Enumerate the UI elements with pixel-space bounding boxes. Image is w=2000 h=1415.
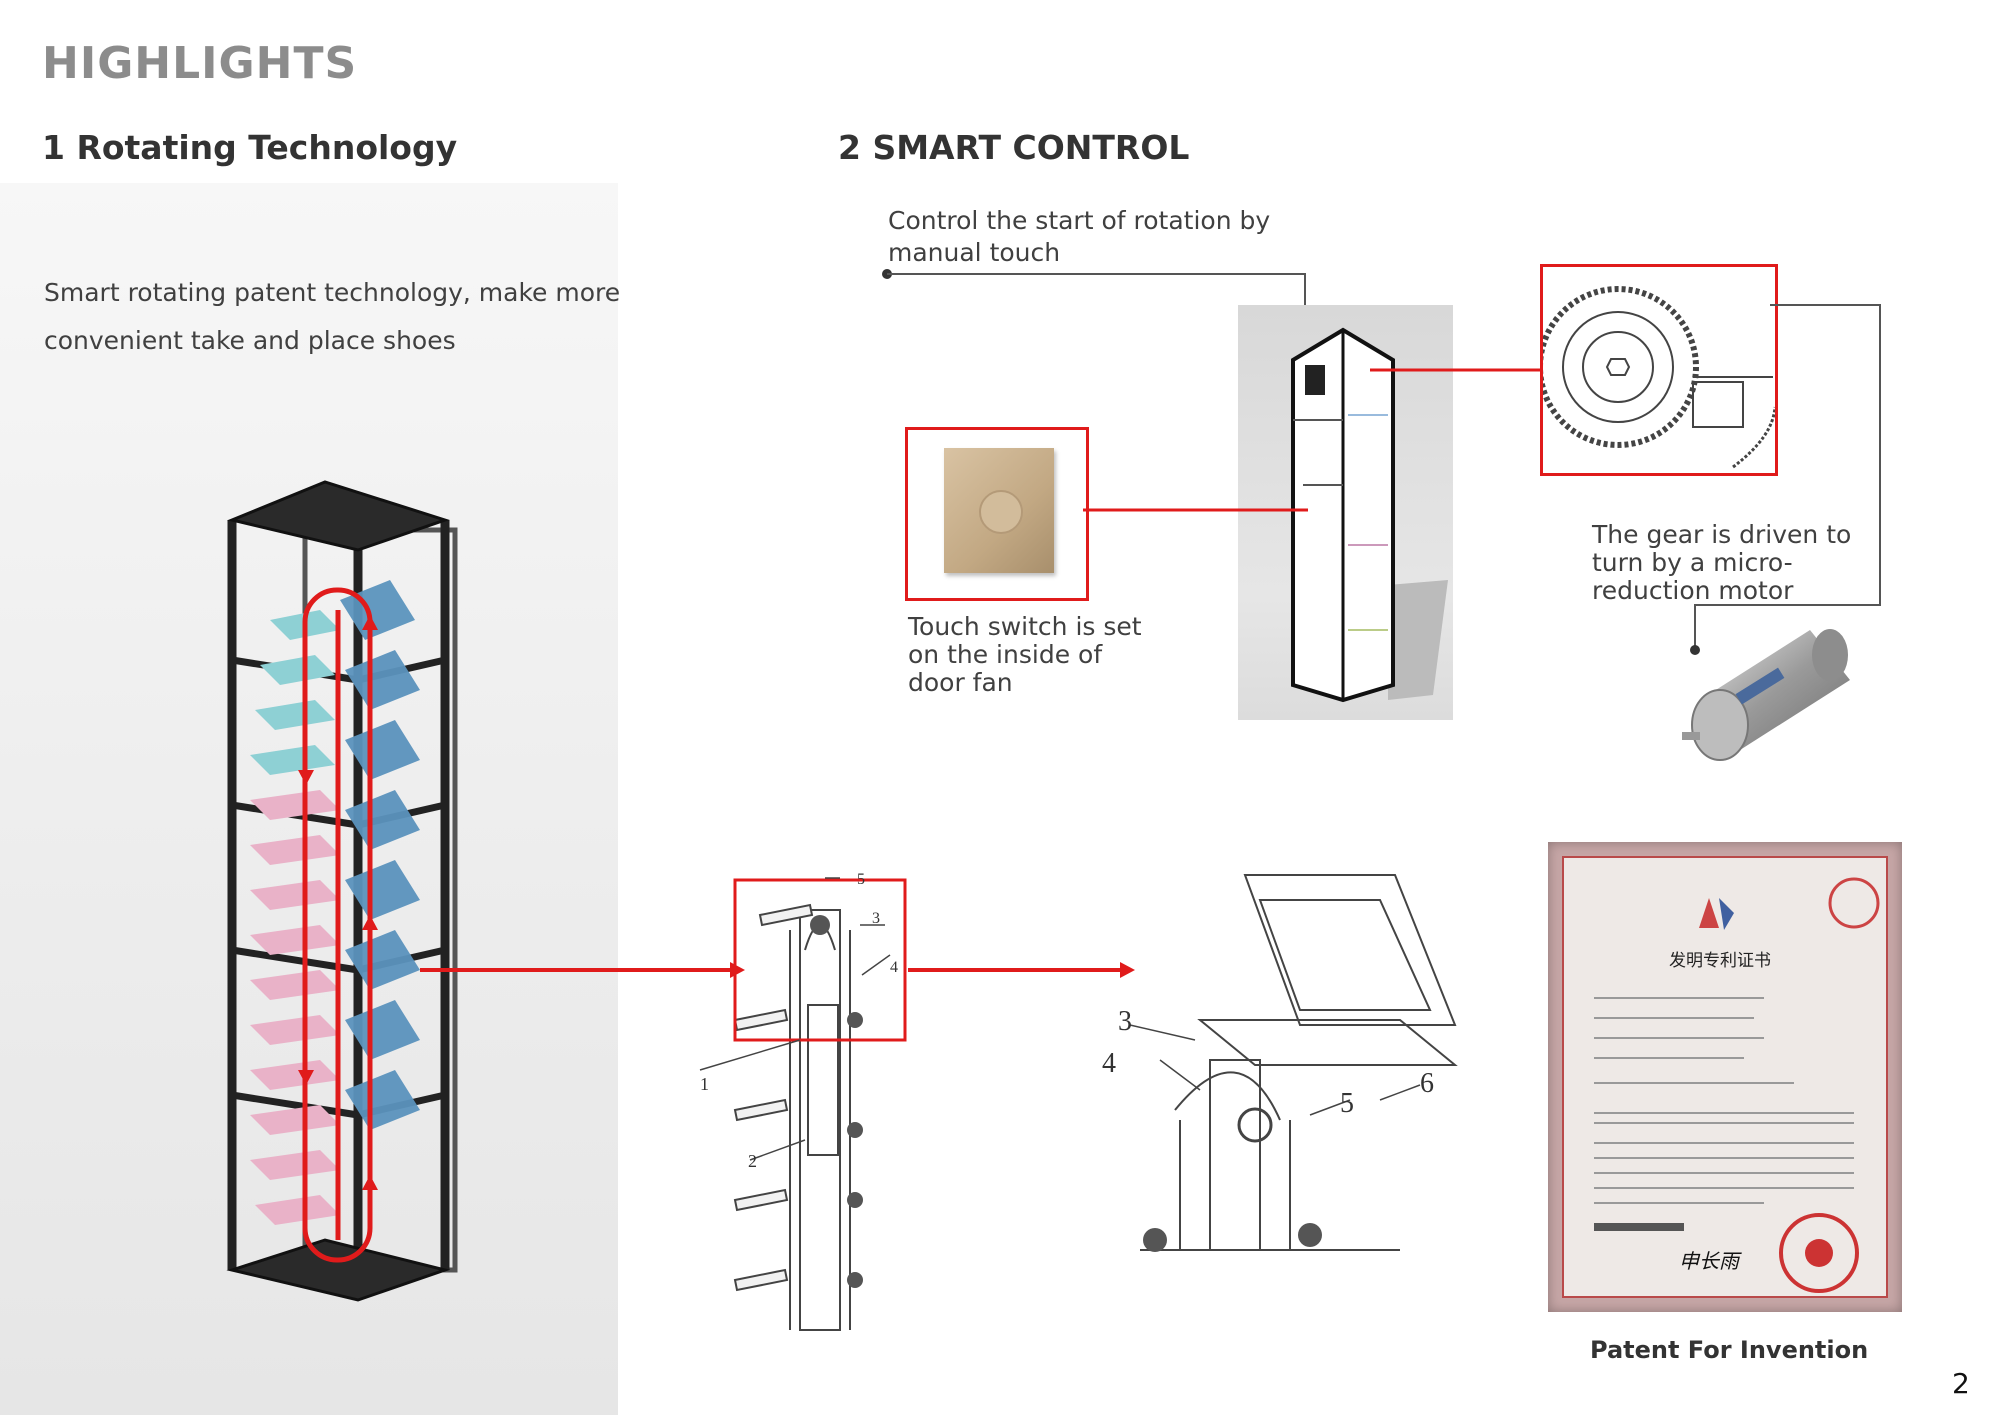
cabinet-drawing	[1291, 327, 1448, 703]
cabinet-image	[1238, 305, 1453, 720]
page-number: 2	[1952, 1367, 1970, 1400]
zoom-label-3: 3	[1118, 1006, 1132, 1037]
control-caption-line1: Control the start of rotation by	[888, 206, 1271, 235]
section1-heading: 1 Rotating Technology	[42, 128, 458, 167]
page-title: HIGHLIGHTS	[42, 38, 358, 89]
section2-heading: 2 SMART CONTROL	[838, 128, 1190, 167]
chain-mechanism-diagram: 5 3 4 1 2	[699, 871, 907, 1331]
patent-certificate-content: 发明专利证书 申长雨	[1594, 877, 1880, 1293]
switch-caption-line2: on the inside of	[908, 640, 1103, 669]
gear-connector	[1370, 368, 1542, 372]
patent-certificate-image: 发明专利证书 申长雨	[1548, 842, 1902, 1312]
zoom-label-6: 6	[1420, 1068, 1434, 1099]
motor-leader-line	[1690, 304, 1881, 655]
zoomed-mechanism-diagram: 3 4 5 6	[1102, 874, 1458, 1252]
gear-caption-line3: reduction motor	[1592, 576, 1794, 605]
micro-reduction-motor-image	[1682, 629, 1850, 761]
gear-detail-highlight	[1540, 264, 1778, 476]
mech-label-4: 4	[890, 959, 898, 976]
switch-caption-line1: Touch switch is set	[908, 612, 1142, 641]
section1-description-line2: convenient take and place shoes	[44, 326, 456, 355]
switch-caption-line3: door fan	[908, 668, 1013, 697]
touch-switch-highlight	[905, 427, 1089, 601]
patent-certificate-sheet: 发明专利证书 申长雨	[1562, 856, 1888, 1298]
switch-connector	[1083, 508, 1308, 512]
gear-drawing	[1543, 286, 1775, 469]
mech-label-3: 3	[872, 910, 880, 927]
mech-label-5: 5	[857, 871, 865, 888]
rotating-shoe-rack-illustration	[226, 480, 458, 1302]
gear-caption-line2: turn by a micro-	[1592, 548, 1793, 577]
touch-switch-image	[944, 448, 1054, 573]
patent-doc-title: 发明专利证书	[1669, 951, 1771, 971]
control-caption-line2: manual touch	[888, 238, 1061, 267]
zoom-label-5: 5	[1340, 1088, 1354, 1119]
zoom-label-4: 4	[1102, 1048, 1116, 1079]
mech-label-2: 2	[748, 1151, 757, 1171]
patent-signature: 申长雨	[1679, 1249, 1742, 1273]
gear-caption-line1: The gear is driven to	[1592, 520, 1852, 549]
section1-description-line1: Smart rotating patent technology, make m…	[44, 278, 621, 307]
patent-caption: Patent For Invention	[1590, 1336, 1869, 1364]
touch-button-icon	[979, 490, 1023, 534]
mech-label-1: 1	[700, 1074, 709, 1094]
